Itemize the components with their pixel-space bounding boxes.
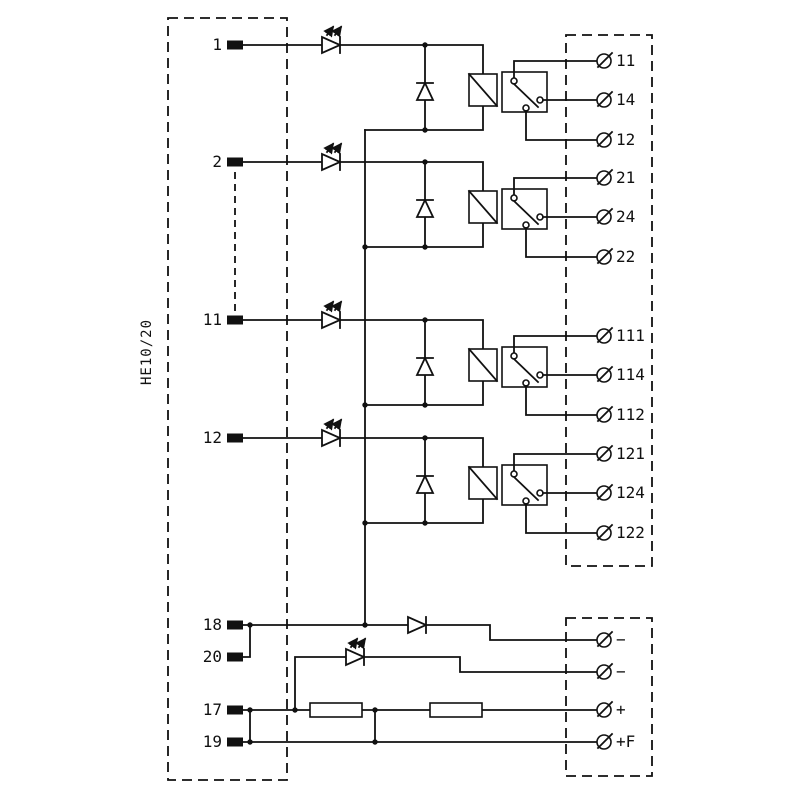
terminal-icon xyxy=(596,248,613,265)
terminal-114: 114 xyxy=(596,365,645,384)
pin-11-label: 11 xyxy=(203,310,222,329)
connector-pins: 1 2 11 12 18 20 17 19 xyxy=(203,35,243,751)
terminal-12: 12 xyxy=(596,130,635,149)
terminal-114-label: 114 xyxy=(616,365,645,384)
terminal-24-label: 24 xyxy=(616,207,635,226)
status-led-icon xyxy=(346,639,365,665)
output-terminals: 11 14 12 21 24 22 111 114 xyxy=(596,51,645,542)
relay-channel-3 xyxy=(243,302,597,415)
terminal-icon xyxy=(596,631,613,648)
pin-20-square xyxy=(227,652,243,662)
protection-diode-icon xyxy=(407,616,427,634)
junction-dots xyxy=(247,244,378,745)
relay-channel-4 xyxy=(243,420,597,533)
pin18-20-tie-wire xyxy=(242,624,251,658)
power-terminals: − − + +F xyxy=(596,630,635,751)
pin-2-label: 2 xyxy=(212,152,222,171)
terminal-111: 111 xyxy=(596,326,645,345)
terminal-14: 14 xyxy=(596,90,635,109)
pin-12-square xyxy=(227,433,243,443)
terminal-icon xyxy=(596,366,613,383)
terminal-112-label: 112 xyxy=(616,405,645,424)
terminal-111-label: 111 xyxy=(616,326,645,345)
wiring xyxy=(234,129,598,743)
pin-18-square xyxy=(227,620,243,630)
terminal-icon xyxy=(596,701,613,718)
terminal-icon xyxy=(596,663,613,680)
resistor-1-icon xyxy=(309,702,363,718)
terminal-plus-f-label: +F xyxy=(616,732,635,751)
minus1-wire xyxy=(425,624,598,641)
terminal-22: 22 xyxy=(596,247,635,266)
terminal-plus-label: + xyxy=(616,700,626,719)
terminal-icon xyxy=(596,91,613,108)
pin-2-square xyxy=(227,157,243,167)
pin-20-label: 20 xyxy=(203,647,222,666)
terminal-plus-f: +F xyxy=(596,732,635,751)
terminal-112: 112 xyxy=(596,405,645,424)
output-terminal-box xyxy=(565,34,653,567)
resistor-2-icon xyxy=(429,702,483,718)
terminal-minus-2-label: − xyxy=(616,662,626,681)
terminal-icon xyxy=(596,524,613,541)
terminal-11-label: 11 xyxy=(616,51,635,70)
pin-19-label: 19 xyxy=(203,732,222,751)
terminal-124-label: 124 xyxy=(616,483,645,502)
terminal-12-label: 12 xyxy=(616,130,635,149)
terminal-minus-1: − xyxy=(596,630,626,649)
pin-1-label: 1 xyxy=(212,35,222,54)
relay-channel-1 xyxy=(243,27,597,140)
terminal-121-label: 121 xyxy=(616,444,645,463)
terminal-122: 122 xyxy=(596,523,645,542)
terminal-124: 124 xyxy=(596,483,645,502)
terminal-minus-2: − xyxy=(596,662,626,681)
pin-19-square xyxy=(227,737,243,747)
terminal-icon xyxy=(596,169,613,186)
pin-18-label: 18 xyxy=(203,615,222,634)
terminal-11: 11 xyxy=(596,51,635,70)
relay-channel-2 xyxy=(243,144,597,257)
status-led-wire xyxy=(294,656,598,711)
pin-12-label: 12 xyxy=(203,428,222,447)
terminal-14-label: 14 xyxy=(616,90,635,109)
terminal-plus: + xyxy=(596,700,626,719)
connector-box xyxy=(167,17,288,781)
terminal-121: 121 xyxy=(596,444,645,463)
pin-17-label: 17 xyxy=(203,700,222,719)
terminal-icon xyxy=(596,445,613,462)
terminal-icon xyxy=(596,733,613,750)
power-terminal-box xyxy=(565,617,653,777)
terminal-21-label: 21 xyxy=(616,168,635,187)
pin-11-square xyxy=(227,315,243,325)
pin-17-square xyxy=(227,705,243,715)
terminal-icon xyxy=(596,208,613,225)
terminal-24: 24 xyxy=(596,207,635,226)
terminal-21: 21 xyxy=(596,168,635,187)
terminal-minus-1-label: − xyxy=(616,630,626,649)
terminal-icon xyxy=(596,327,613,344)
terminal-22-label: 22 xyxy=(616,247,635,266)
terminal-122-label: 122 xyxy=(616,523,645,542)
terminal-icon xyxy=(596,52,613,69)
terminal-icon xyxy=(596,131,613,148)
terminal-icon xyxy=(596,406,613,423)
terminal-icon xyxy=(596,484,613,501)
pin-1-square xyxy=(227,40,243,50)
connector-label: HE10/20 xyxy=(139,319,155,385)
